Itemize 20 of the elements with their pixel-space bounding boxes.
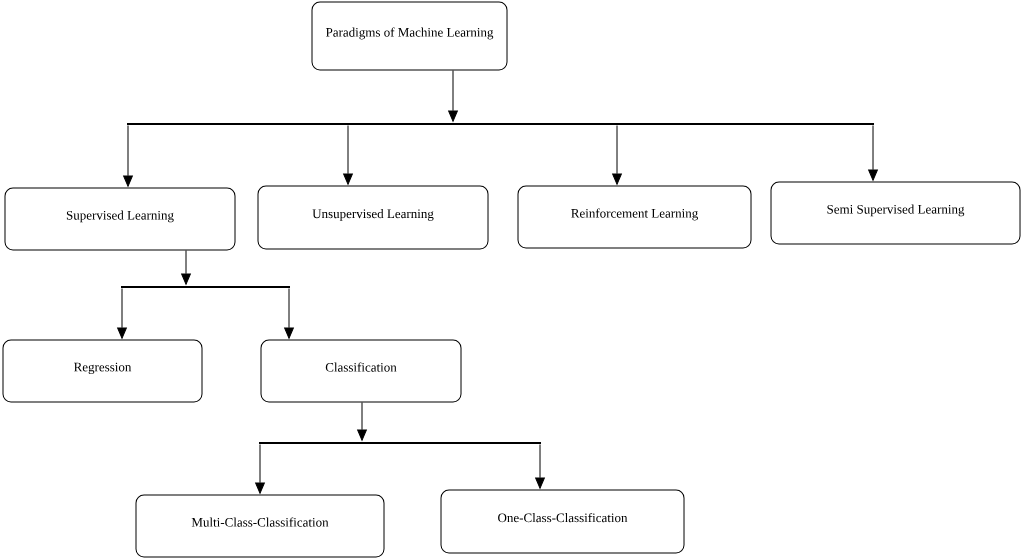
process-box: Regression: [2, 339, 203, 403]
process-box: Classification: [260, 339, 462, 403]
arrow: [343, 125, 353, 185]
process-box: Unsupervised Learning: [257, 185, 489, 250]
arrow: [123, 125, 133, 187]
arrow: [117, 288, 127, 339]
process-box: Semi Supervised Learning: [770, 181, 1021, 245]
arrow: [535, 444, 545, 489]
process-box: Multi-Class-Classification: [135, 494, 385, 558]
process-box: Paradigms of Machine Learning: [311, 1, 508, 71]
process-box: Reinforcement Learning: [517, 185, 752, 249]
process-box: One-Class-Classification: [440, 489, 685, 554]
arrow: [612, 125, 622, 185]
arrow: [255, 444, 265, 494]
arrow: [868, 125, 878, 181]
arrow: [357, 402, 367, 441]
process-box: Supervised Learning: [4, 187, 236, 251]
arrow: [448, 70, 458, 122]
arrow: [181, 250, 191, 285]
arrow: [284, 288, 294, 339]
